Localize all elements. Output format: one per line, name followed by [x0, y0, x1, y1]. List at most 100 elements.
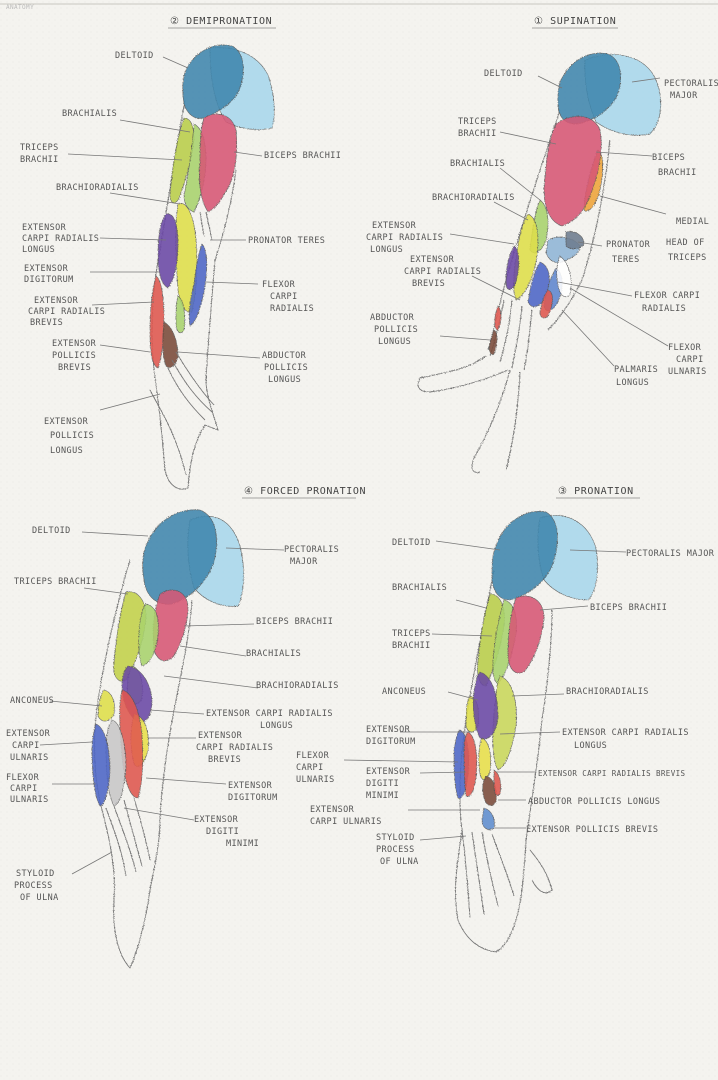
- label-apl-1: ABDUCTOR: [262, 351, 307, 361]
- label-apl: ABDUCTOR POLLICIS LONGUS: [528, 797, 660, 807]
- label-pec-2: MAJOR: [290, 557, 318, 567]
- label-apl-2: POLLICIS: [374, 325, 418, 335]
- deltoid-muscle: [557, 52, 621, 125]
- label-epb: EXTENSOR POLLICIS BREVIS: [526, 825, 658, 835]
- label-biceps-1: BICEPS: [652, 153, 685, 163]
- label-biceps: BICEPS BRACHII: [590, 603, 667, 613]
- label-fcr-2: CARPI: [270, 292, 298, 302]
- label-ecrb-1: EXTENSOR: [198, 731, 243, 741]
- label-ecrl-3: LONGUS: [22, 245, 55, 255]
- arm-pronation: [453, 511, 598, 953]
- label-brachioradialis: BRACHIORADIALIS: [256, 681, 339, 691]
- label-ecrb-1: EXTENSOR: [410, 255, 455, 265]
- arm-forced-pronation: [91, 509, 244, 969]
- label-fcu-3: ULNARIS: [668, 367, 707, 377]
- label-triceps-1: TRICEPS: [392, 629, 431, 639]
- label-edm-3: MINIMI: [226, 839, 259, 849]
- label-pronator-1: PRONATOR: [606, 240, 651, 250]
- label-deltoid: DELTOID: [32, 526, 71, 536]
- label-fcr-1: FLEXOR CARPI: [634, 291, 700, 301]
- label-ecu-1: EXTENSOR: [310, 805, 355, 815]
- panel-title-forced-pronation: ④ FORCED PRONATION: [244, 486, 366, 497]
- label-anconeus: ANCONEUS: [10, 696, 54, 706]
- label-ecrl-2: CARPI RADIALIS: [366, 233, 443, 243]
- label-styloid-3: OF ULNA: [380, 857, 419, 867]
- label-edm-1: EXTENSOR: [194, 815, 239, 825]
- label-edm-3: MINIMI: [366, 791, 399, 801]
- label-epb-3: BREVIS: [58, 363, 91, 373]
- label-ecu-2: CARPI ULNARIS: [310, 817, 382, 827]
- label-medial-2: HEAD OF: [666, 238, 705, 248]
- label-medial-1: MEDIAL: [676, 217, 709, 227]
- label-pec-2: MAJOR: [670, 91, 698, 101]
- label-ed-1: EXTENSOR: [228, 781, 273, 791]
- label-brachioradialis: BRACHIORADIALIS: [432, 193, 515, 203]
- label-pl-2: LONGUS: [616, 378, 649, 388]
- label-biceps-2: BRACHII: [658, 168, 697, 178]
- label-fcr-3: RADIALIS: [270, 304, 314, 314]
- label-ecrb-1: EXTENSOR: [34, 296, 79, 306]
- label-edm-2: DIGITI: [206, 827, 239, 837]
- label-triceps: TRICEPS BRACHII: [14, 577, 97, 587]
- label-epl-3: LONGUS: [50, 446, 83, 456]
- label-ecrb-2: CARPI RADIALIS: [196, 743, 273, 753]
- label-apl-3: LONGUS: [268, 375, 301, 385]
- label-fcu-2: CARPI: [676, 355, 704, 365]
- label-biceps: BICEPS BRACHII: [264, 151, 341, 161]
- label-fcu-3: ULNARIS: [296, 775, 335, 785]
- label-ecrb-2: CARPI RADIALIS: [404, 267, 481, 277]
- label-brachialis: BRACHIALIS: [450, 159, 505, 169]
- panel-title-pronation: ③ PRONATION: [558, 486, 634, 497]
- label-fcr-1: FLEXOR: [262, 280, 296, 290]
- label-brachioradialis: BRACHIORADIALIS: [56, 183, 139, 193]
- label-apl-1: ABDUCTOR: [370, 313, 415, 323]
- label-ecrl-1: EXTENSOR CARPI RADIALIS: [206, 709, 333, 719]
- label-ecu-2: CARPI: [12, 741, 40, 751]
- deltoid-muscle: [182, 44, 244, 119]
- label-fcu-2: CARPI: [296, 763, 324, 773]
- label-edm-2: DIGITI: [366, 779, 399, 789]
- label-pronator-2: TERES: [612, 255, 640, 265]
- label-ecrb-3: BREVIS: [30, 318, 63, 328]
- label-ecrl-1: EXTENSOR: [22, 223, 67, 233]
- label-ecrl-2: CARPI RADIALIS: [22, 234, 99, 244]
- label-brachialis: BRACHIALIS: [62, 109, 117, 119]
- label-medial-3: TRICEPS: [668, 253, 707, 263]
- label-triceps-1: TRICEPS: [458, 117, 497, 127]
- label-deltoid: DELTOID: [392, 538, 431, 548]
- label-ed-2: DIGITORUM: [24, 275, 74, 285]
- panel-supination: ① SUPINATION: [366, 16, 718, 473]
- label-ecrb-3: BREVIS: [412, 279, 445, 289]
- label-styloid-1: STYLOID: [376, 833, 415, 843]
- label-brachioradialis: BRACHIORADIALIS: [566, 687, 649, 697]
- label-ecrl-2: LONGUS: [260, 721, 293, 731]
- label-triceps-1: TRICEPS: [20, 143, 59, 153]
- biceps-muscle: [507, 595, 545, 674]
- label-ecrl-2: LONGUS: [574, 741, 607, 751]
- label-ecrl-3: LONGUS: [370, 245, 403, 255]
- label-epl-1: EXTENSOR: [44, 417, 89, 427]
- biceps-muscle: [198, 113, 238, 213]
- label-epb-1: EXTENSOR: [52, 339, 97, 349]
- panel-demipronation: ② DEMIPRONATION: [20, 16, 341, 490]
- panel-title-supination: ① SUPINATION: [534, 16, 616, 27]
- label-fcr-2: RADIALIS: [642, 304, 686, 314]
- label-styloid-2: PROCESS: [376, 845, 415, 855]
- label-edm-1: EXTENSOR: [366, 767, 411, 777]
- label-biceps: BICEPS BRACHII: [256, 617, 333, 627]
- biceps-muscle: [543, 116, 602, 227]
- label-triceps-2: BRACHII: [392, 641, 431, 651]
- label-ed-2: DIGITORUM: [228, 793, 278, 803]
- label-pronator-teres: PRONATOR TERES: [248, 236, 325, 246]
- label-brachialis: BRACHIALIS: [246, 649, 301, 659]
- label-triceps-2: BRACHII: [20, 155, 59, 165]
- label-apl-3: LONGUS: [378, 337, 411, 347]
- label-pec-1: PECTORALIS: [284, 545, 339, 555]
- label-styloid-3: OF ULNA: [20, 893, 59, 903]
- arm-supination: [417, 52, 662, 473]
- panel-title-demipronation: ② DEMIPRONATION: [170, 16, 272, 27]
- corner-note: ANATOMY: [6, 4, 34, 11]
- arm-demipronation: [149, 44, 275, 490]
